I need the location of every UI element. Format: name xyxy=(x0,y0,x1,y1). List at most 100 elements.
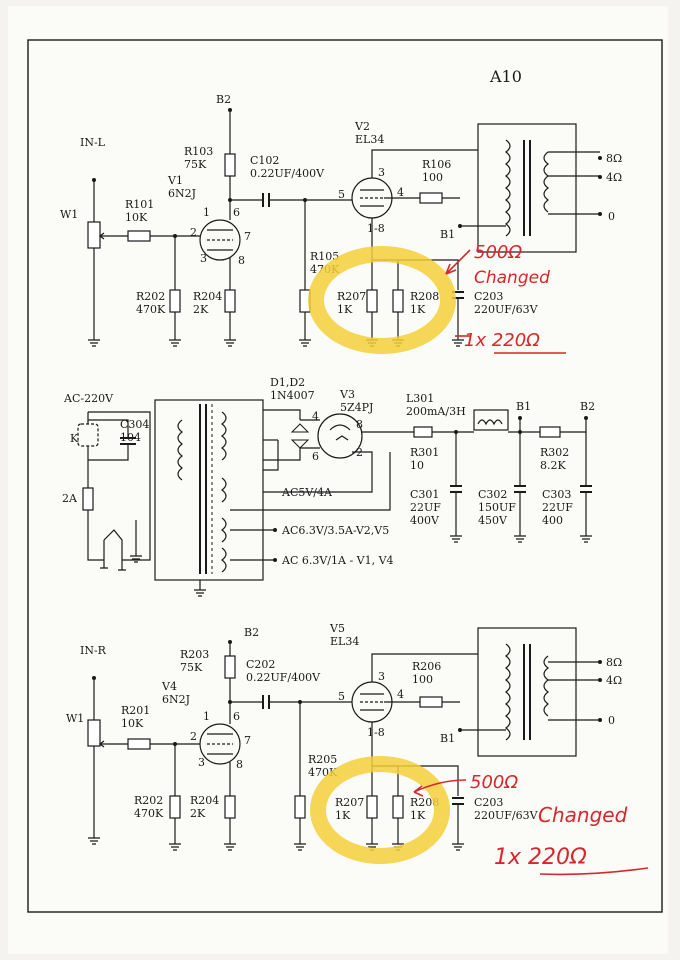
v1-pin3: 3 xyxy=(200,252,207,265)
sheet-title: A10 xyxy=(489,67,522,86)
r202-value-right: 470K xyxy=(134,807,164,820)
v4-pin1: 1 xyxy=(203,710,210,723)
v3-type: 5Z4PJ xyxy=(340,401,373,414)
v1-type: 6N2J xyxy=(168,187,196,200)
r208-value-right: 1K xyxy=(410,809,426,822)
v1-pin8: 8 xyxy=(238,254,245,267)
b2-label-right: B2 xyxy=(244,626,259,639)
r204-resistor-right xyxy=(224,795,236,819)
switch-k-label: K xyxy=(70,432,79,445)
power-supply: AC-220V K C304 104 2A xyxy=(62,376,595,597)
r201-value: 10K xyxy=(121,717,144,730)
r105-ref: R105 xyxy=(310,250,339,263)
c304-value: 104 xyxy=(120,431,141,444)
r101-value: 10K xyxy=(125,211,148,224)
choke-l301 xyxy=(473,409,509,431)
l301-value: 200mA/3H xyxy=(406,405,466,418)
c202-ref: C202 xyxy=(246,658,275,671)
w1-label-right: W1 xyxy=(66,712,84,725)
c203-ref-left: C203 xyxy=(474,290,503,303)
r202-resistor-left xyxy=(169,289,181,313)
paper-sheet xyxy=(8,6,668,954)
ac63-heater-label-b: AC 6.3V/1A - V1, V4 xyxy=(281,554,394,567)
b2-label-psu: B2 xyxy=(580,400,595,413)
ac5v-label: AC5V/4A xyxy=(281,486,333,499)
v4-tube xyxy=(199,723,241,765)
c203-value-right: 220UF/63V xyxy=(474,809,539,822)
c301-value: 22UF xyxy=(410,501,441,514)
power-plug xyxy=(103,529,123,560)
c302-voltage: 450V xyxy=(478,514,508,527)
v2-ref: V2 xyxy=(354,120,370,133)
r204-ref-right: R204 xyxy=(190,794,219,807)
b2-label-left: B2 xyxy=(216,93,231,106)
c102-value: 0.22UF/400V xyxy=(250,167,325,180)
r106-value: 100 xyxy=(422,171,443,184)
r202-resistor-right xyxy=(169,795,181,819)
v4-pin6: 6 xyxy=(233,710,240,723)
r302-resistor xyxy=(539,426,561,438)
v5-pin4: 4 xyxy=(397,688,404,701)
fuse-label: 2A xyxy=(62,492,78,505)
fuse-2a xyxy=(82,487,94,511)
r208-value-left: 1K xyxy=(410,303,426,316)
r301-value: 10 xyxy=(410,459,424,472)
r208-ref-left: R208 xyxy=(410,290,439,303)
v3-rectifier-tube xyxy=(317,413,363,459)
r101-ref: R101 xyxy=(125,198,154,211)
note-220-left: 1x 220Ω xyxy=(464,330,540,351)
c304-ref: C304 xyxy=(120,418,149,431)
r205-ref: R205 xyxy=(308,753,337,766)
v1-ref: V1 xyxy=(167,174,183,187)
c203-ref-right: C203 xyxy=(474,796,503,809)
v5-ref: V5 xyxy=(329,622,345,635)
volume-pot-left xyxy=(87,221,101,249)
c303-value: 22UF xyxy=(542,501,573,514)
v1-tube xyxy=(199,219,241,261)
r203-ref: R203 xyxy=(180,648,209,661)
v4-pin2: 2 xyxy=(190,730,197,743)
d1d2-ref: D1,D2 xyxy=(270,376,305,389)
r204-resistor-left xyxy=(224,289,236,313)
r204-ref-left: R204 xyxy=(193,290,222,303)
r302-value: 8.2K xyxy=(540,459,566,472)
v3-pin4: 4 xyxy=(312,410,319,423)
r106-ref: R106 xyxy=(422,158,451,171)
ground-symbol xyxy=(88,339,100,347)
c203-value-left: 220UF/63V xyxy=(474,303,539,316)
v4-ref: V4 xyxy=(161,680,177,693)
note-changed-left: Changed xyxy=(474,268,550,288)
r203-value: 75K xyxy=(180,661,203,674)
l301-ref: L301 xyxy=(406,392,434,405)
c303-ref: C303 xyxy=(542,488,571,501)
v5-pin18: 1-8 xyxy=(367,726,385,739)
b1-label-right: B1 xyxy=(440,732,455,745)
r301-resistor xyxy=(413,426,433,438)
volume-pot-right xyxy=(87,719,101,747)
v3-pin6: 6 xyxy=(312,450,319,463)
ac63-heater-label-a: AC6.3V/3.5A-V2,V5 xyxy=(281,524,389,537)
c301-ref: C301 xyxy=(410,488,439,501)
r208-resistor-right xyxy=(392,795,404,819)
v2-pin18: 1-8 xyxy=(367,222,385,235)
b1-label-left: B1 xyxy=(440,228,455,241)
tap-0-left: 0 xyxy=(608,210,615,223)
note-arrow-left xyxy=(445,249,471,275)
r207-value-left: 1K xyxy=(337,303,353,316)
tap-4ohm-right: 4Ω xyxy=(606,674,622,687)
r207-ref-right: R207 xyxy=(335,796,364,809)
input-node-left xyxy=(92,178,96,182)
r302-ref: R302 xyxy=(540,446,569,459)
v3-ref: V3 xyxy=(339,388,355,401)
v4-pin3: 3 xyxy=(198,756,205,769)
input-label-left: IN-L xyxy=(80,136,106,149)
r103-ref: R103 xyxy=(184,145,213,158)
v4-pin8: 8 xyxy=(236,758,243,771)
highlight-left xyxy=(308,246,456,354)
output-transformer-right xyxy=(477,627,577,757)
r101-resistor xyxy=(127,230,151,242)
r202-value-left: 470K xyxy=(136,303,166,316)
v3-pin8: 8 xyxy=(356,418,363,431)
power-transformer xyxy=(154,399,264,581)
